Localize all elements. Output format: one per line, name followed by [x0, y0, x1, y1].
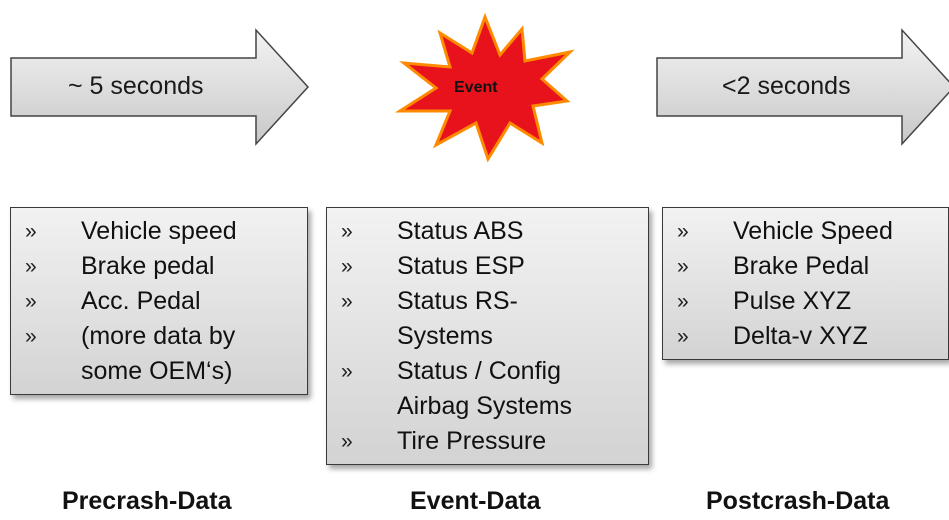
- precrash-caption: Precrash-Data: [62, 487, 232, 515]
- list-item: »Status ESP: [327, 249, 648, 284]
- list-item: »Delta-v XYZ: [663, 319, 948, 354]
- bullet-glyph: »: [341, 220, 353, 243]
- bullet-glyph: »: [677, 325, 689, 348]
- list-item: »Brake pedal: [11, 249, 307, 284]
- event-burst: Event: [392, 5, 582, 163]
- bullet-glyph: »: [677, 290, 689, 313]
- bullet-glyph: »: [25, 255, 37, 278]
- list-item: »Vehicle speed: [11, 214, 307, 249]
- postcrash-arrow: <2 seconds: [656, 28, 949, 146]
- bullet-glyph: »: [341, 430, 353, 453]
- precrash-arrow: ~ 5 seconds: [10, 28, 310, 146]
- list-item: »Vehicle Speed: [663, 214, 948, 249]
- list-item: »Brake Pedal: [663, 249, 948, 284]
- bullet-glyph: »: [341, 290, 353, 313]
- postcrash-item-list: »Vehicle Speed »Brake Pedal »Pulse XYZ »…: [663, 214, 948, 354]
- list-item: »Status ABS: [327, 214, 648, 249]
- postcrash-caption: Postcrash-Data: [706, 487, 890, 515]
- list-item: »Pulse XYZ: [663, 284, 948, 319]
- list-item: »Acc. Pedal: [11, 284, 307, 319]
- list-item: »Status RS-Systems: [327, 284, 527, 354]
- list-item: »Status / Config Airbag Systems: [327, 354, 607, 424]
- bullet-glyph: »: [25, 325, 37, 348]
- event-item-list: »Status ABS »Status ESP »Status RS-Syste…: [327, 214, 648, 459]
- bullet-glyph: »: [25, 220, 37, 243]
- bullet-glyph: »: [677, 255, 689, 278]
- postcrash-duration-label: <2 seconds: [722, 72, 851, 100]
- postcrash-data-box: »Vehicle Speed »Brake Pedal »Pulse XYZ »…: [662, 207, 949, 360]
- event-caption: Event-Data: [410, 487, 541, 515]
- list-item: »(more data by some OEM‘s): [11, 319, 271, 389]
- precrash-duration-label: ~ 5 seconds: [68, 72, 204, 100]
- event-burst-label: Event: [454, 79, 498, 96]
- precrash-data-box: »Vehicle speed »Brake pedal »Acc. Pedal …: [10, 207, 308, 395]
- bullet-glyph: »: [677, 220, 689, 243]
- list-item: »Tire Pressure: [327, 424, 648, 459]
- bullet-glyph: »: [341, 255, 353, 278]
- event-data-box: »Status ABS »Status ESP »Status RS-Syste…: [326, 207, 649, 465]
- bullet-glyph: »: [341, 360, 353, 383]
- bullet-glyph: »: [25, 290, 37, 313]
- precrash-item-list: »Vehicle speed »Brake pedal »Acc. Pedal …: [11, 214, 307, 389]
